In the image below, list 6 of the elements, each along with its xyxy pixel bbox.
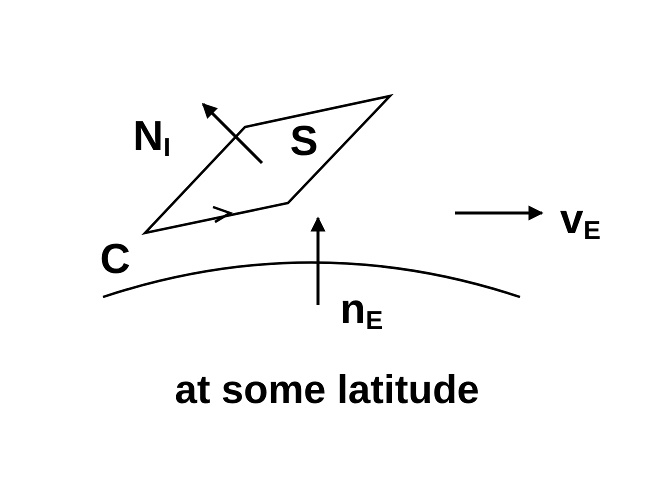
symbol-label: n$_{E}$ [340, 288, 383, 333]
symbol-label: C [100, 238, 130, 280]
caption: at some latitude [174, 370, 480, 410]
symbol-label: N$_{I}$ [133, 115, 171, 160]
symbol-label: S [290, 120, 318, 162]
symbol-label: v$_{E}$ [560, 198, 601, 243]
